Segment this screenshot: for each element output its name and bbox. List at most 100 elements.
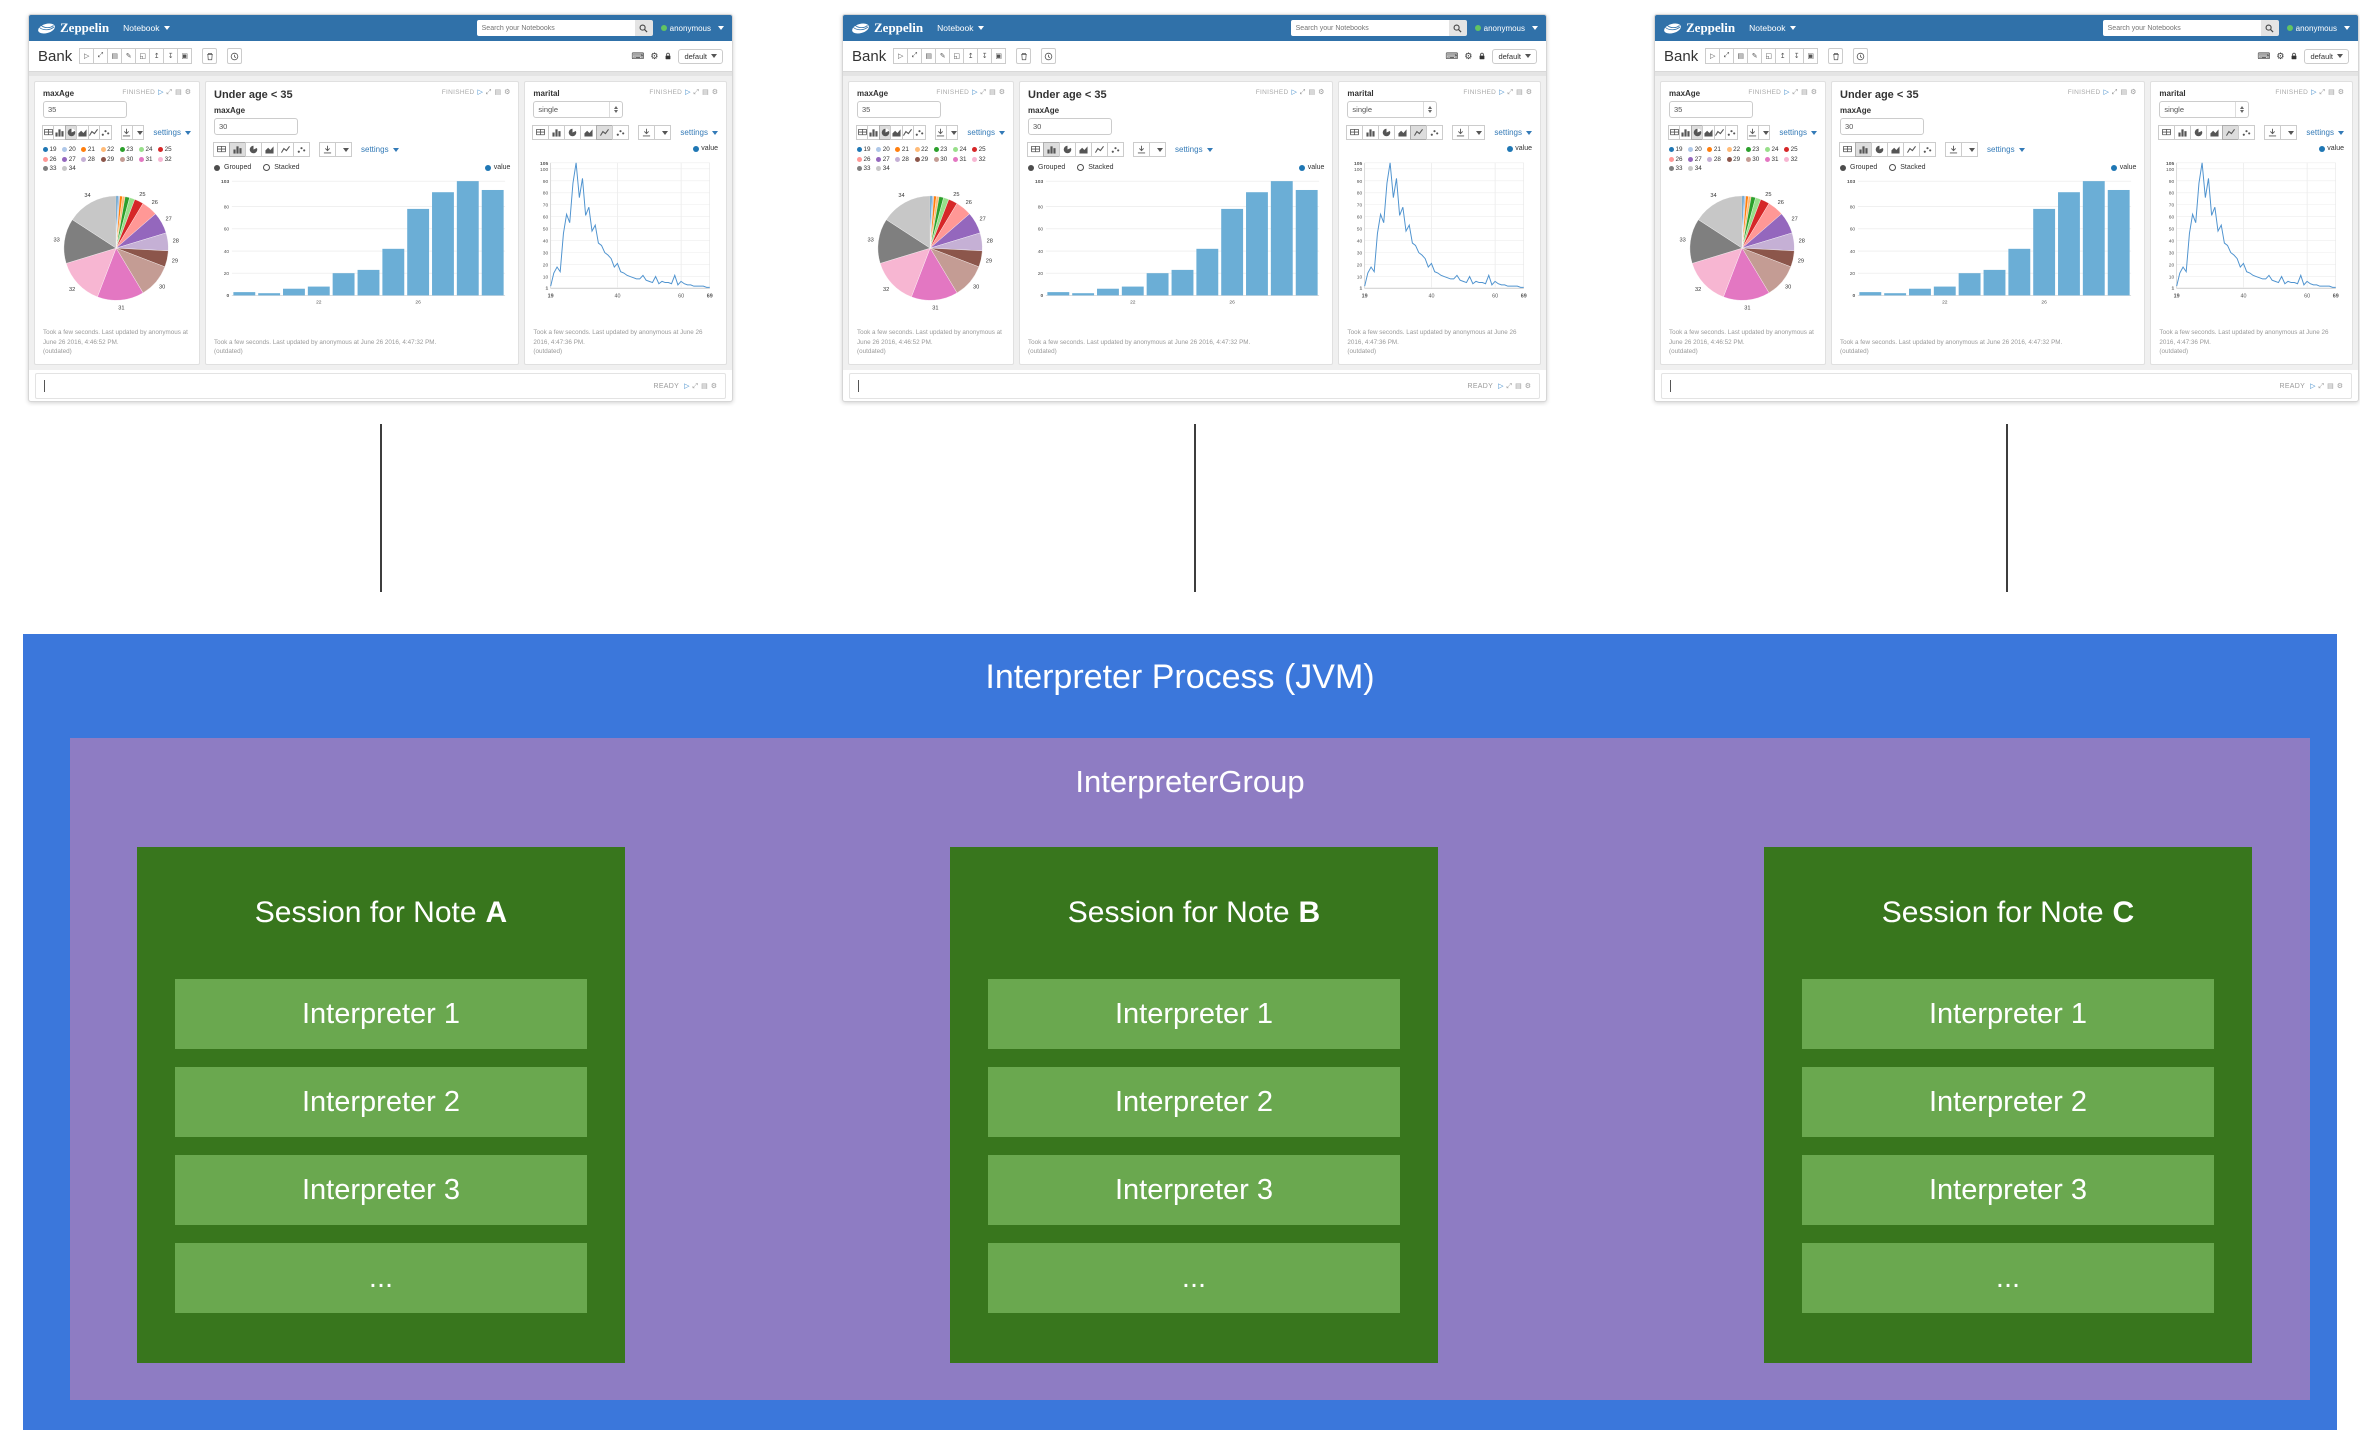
legend-item-age-22[interactable]: 22 bbox=[100, 146, 120, 153]
paragraph-gear-icon[interactable]: ⚙ bbox=[1525, 89, 1532, 96]
clone-note-button[interactable]: ◱ bbox=[1761, 48, 1777, 64]
marital-select[interactable]: single bbox=[533, 101, 624, 118]
show-editor-icon[interactable]: ▤ bbox=[2327, 382, 2334, 390]
chart-type-line-button[interactable] bbox=[1091, 142, 1108, 157]
show-editor-icon[interactable]: ▤ bbox=[494, 89, 502, 96]
download-button[interactable] bbox=[638, 125, 656, 140]
legend-item-age-24[interactable]: 24 bbox=[952, 146, 972, 153]
value-legend[interactable]: value bbox=[692, 145, 718, 152]
shortcuts-keyboard-icon[interactable]: ⌨ bbox=[1445, 50, 1459, 61]
legend-item-age-33[interactable]: 33 bbox=[1669, 165, 1688, 172]
chart-type-line-button[interactable] bbox=[87, 125, 101, 140]
export-note-button[interactable]: ↥ bbox=[1775, 48, 1791, 64]
permissions-lock-icon[interactable] bbox=[2290, 51, 2298, 61]
grouped-radio-selected[interactable] bbox=[1028, 164, 1034, 171]
run-paragraph-icon[interactable]: ▷ bbox=[972, 89, 978, 96]
paragraph-gear-icon[interactable]: ⚙ bbox=[1318, 89, 1325, 96]
show-hide-code-button[interactable]: ⤢ bbox=[907, 48, 923, 64]
run-paragraph-icon[interactable]: ▷ bbox=[684, 382, 690, 390]
notebook-menu[interactable]: Notebook bbox=[1749, 23, 1796, 33]
legend-item-age-31[interactable]: 31 bbox=[138, 156, 158, 163]
legend-item-age-30[interactable]: 30 bbox=[1745, 156, 1765, 163]
show-hide-code-button[interactable]: ⤢ bbox=[1719, 48, 1735, 64]
chart-type-area-button[interactable] bbox=[1394, 125, 1412, 140]
maxage-input[interactable] bbox=[214, 118, 298, 135]
run-paragraph-icon[interactable]: ▷ bbox=[1291, 89, 1297, 96]
editor-cursor[interactable] bbox=[44, 380, 45, 392]
maxage-input[interactable] bbox=[1028, 118, 1112, 135]
trash-note-button[interactable] bbox=[1016, 48, 1032, 64]
brand[interactable]: Zeppelin bbox=[1663, 20, 1735, 36]
download-caret-button[interactable] bbox=[1468, 125, 1486, 140]
resize-paragraph-icon[interactable]: ⤢ bbox=[166, 89, 173, 96]
import-note-button[interactable]: ↧ bbox=[1789, 48, 1805, 64]
show-editor-icon[interactable]: ▤ bbox=[2328, 89, 2335, 96]
resize-paragraph-icon[interactable]: ⤢ bbox=[1792, 89, 1799, 96]
chart-type-scatter-button[interactable] bbox=[99, 125, 112, 140]
value-legend[interactable]: value bbox=[2111, 164, 2136, 171]
resize-paragraph-icon[interactable]: ⤢ bbox=[1299, 89, 1306, 96]
paragraph-gear-icon[interactable]: ⚙ bbox=[2130, 89, 2137, 96]
settings-link[interactable]: settings bbox=[1779, 128, 1817, 137]
chart-type-bar-button[interactable] bbox=[1679, 125, 1692, 140]
legend-item-age-25[interactable]: 25 bbox=[158, 146, 177, 153]
chart-type-area-button[interactable] bbox=[580, 125, 598, 140]
show-editor-icon[interactable]: ▤ bbox=[701, 382, 708, 390]
resize-paragraph-icon[interactable]: ⤢ bbox=[2319, 89, 2326, 96]
show-editor-icon[interactable]: ▤ bbox=[1801, 89, 1808, 96]
settings-link[interactable]: settings bbox=[361, 145, 399, 154]
download-caret-button[interactable] bbox=[131, 125, 145, 140]
legend-item-age-34[interactable]: 34 bbox=[62, 165, 81, 172]
chart-type-pie-button[interactable] bbox=[1059, 142, 1076, 157]
download-caret-button[interactable] bbox=[654, 125, 672, 140]
note-title[interactable]: Bank bbox=[1664, 47, 1699, 65]
stacked-label[interactable]: Stacked bbox=[274, 164, 300, 171]
chart-type-bar-button[interactable] bbox=[1043, 142, 1060, 157]
chart-type-scatter-button[interactable] bbox=[612, 125, 630, 140]
chart-type-line-button[interactable] bbox=[277, 142, 294, 157]
legend-item-age-24[interactable]: 24 bbox=[138, 146, 158, 153]
settings-link[interactable]: settings bbox=[680, 128, 718, 137]
show-editor-icon[interactable]: ▤ bbox=[702, 89, 709, 96]
trash-note-button[interactable] bbox=[202, 48, 218, 64]
note-title[interactable]: Bank bbox=[852, 47, 887, 65]
clear-output-button[interactable]: ✎ bbox=[935, 48, 951, 64]
legend-item-age-26[interactable]: 26 bbox=[43, 156, 62, 163]
chart-type-bar-button[interactable] bbox=[1362, 125, 1380, 140]
run-all-button[interactable]: ▷ bbox=[893, 48, 909, 64]
maxage-input[interactable] bbox=[1669, 101, 1753, 118]
chart-type-pie-button[interactable] bbox=[245, 142, 262, 157]
user-menu[interactable]: anonymous bbox=[660, 24, 724, 33]
chart-type-table-button[interactable] bbox=[213, 142, 230, 157]
legend-item-age-32[interactable]: 32 bbox=[158, 156, 177, 163]
permissions-lock-icon[interactable] bbox=[664, 51, 672, 61]
run-scheduler-button[interactable] bbox=[227, 48, 243, 64]
grouped-label[interactable]: Grouped bbox=[224, 164, 252, 171]
default-view-button[interactable]: default bbox=[1492, 48, 1537, 64]
search-button[interactable] bbox=[2260, 20, 2279, 36]
chart-type-scatter-button[interactable] bbox=[1919, 142, 1936, 157]
brand[interactable]: Zeppelin bbox=[851, 20, 923, 36]
settings-link[interactable]: settings bbox=[1987, 145, 2025, 154]
run-paragraph-icon[interactable]: ▷ bbox=[1498, 382, 1504, 390]
chart-type-scatter-button[interactable] bbox=[1107, 142, 1124, 157]
search-input[interactable] bbox=[1290, 20, 1449, 36]
resize-paragraph-icon[interactable]: ⤢ bbox=[980, 89, 987, 96]
chart-type-scatter-button[interactable] bbox=[1426, 125, 1444, 140]
default-view-button[interactable]: default bbox=[2304, 48, 2349, 64]
chart-type-bar-button[interactable] bbox=[1855, 142, 1872, 157]
resize-paragraph-icon[interactable]: ⤢ bbox=[2318, 382, 2325, 390]
export-note-button[interactable]: ↥ bbox=[149, 48, 165, 64]
stacked-radio[interactable] bbox=[1889, 164, 1897, 171]
show-editor-icon[interactable]: ▤ bbox=[2120, 89, 2128, 96]
run-scheduler-button[interactable] bbox=[1041, 48, 1057, 64]
download-button[interactable] bbox=[1746, 125, 1759, 140]
chart-type-scatter-button[interactable] bbox=[2238, 125, 2256, 140]
settings-link[interactable]: settings bbox=[153, 128, 191, 137]
legend-item-age-32[interactable]: 32 bbox=[972, 156, 991, 163]
search-input[interactable] bbox=[2102, 20, 2261, 36]
show-editor-icon[interactable]: ▤ bbox=[1308, 89, 1316, 96]
legend-item-age-28[interactable]: 28 bbox=[895, 156, 914, 163]
legend-item-age-22[interactable]: 22 bbox=[1726, 146, 1746, 153]
legend-item-age-30[interactable]: 30 bbox=[119, 156, 139, 163]
